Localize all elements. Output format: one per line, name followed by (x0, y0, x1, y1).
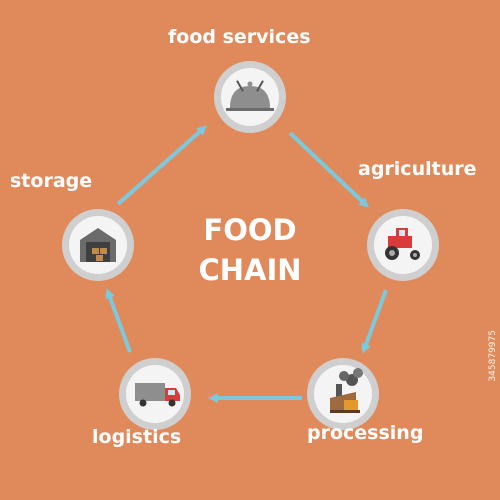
node-storage (62, 209, 134, 281)
center-title-line2: CHAIN (198, 253, 302, 287)
arrow-food-services-to-agriculture (288, 131, 369, 208)
truck-icon (135, 383, 180, 407)
arrow-logistics-to-storage (105, 288, 132, 353)
watermark-id: 345879975 (488, 330, 498, 382)
storage-label: storage (10, 170, 93, 192)
tractor-icon (385, 228, 420, 260)
node-agriculture (367, 209, 439, 281)
logistics-label: logistics (92, 426, 182, 448)
arrow-storage-to-food-services (116, 125, 207, 206)
arrow-agriculture-to-processing (361, 289, 388, 354)
node-logistics (119, 358, 191, 430)
warehouse-icon (80, 228, 116, 262)
processing-label: processing (307, 422, 424, 444)
center-title-line1: FOOD (203, 213, 297, 247)
agriculture-label: agriculture (358, 158, 477, 180)
cloche-cutlery-icon (226, 80, 274, 111)
food-services-label: food services (168, 26, 311, 48)
node-processing (307, 358, 379, 430)
node-food-services (214, 61, 286, 133)
factory-icon (330, 368, 363, 413)
